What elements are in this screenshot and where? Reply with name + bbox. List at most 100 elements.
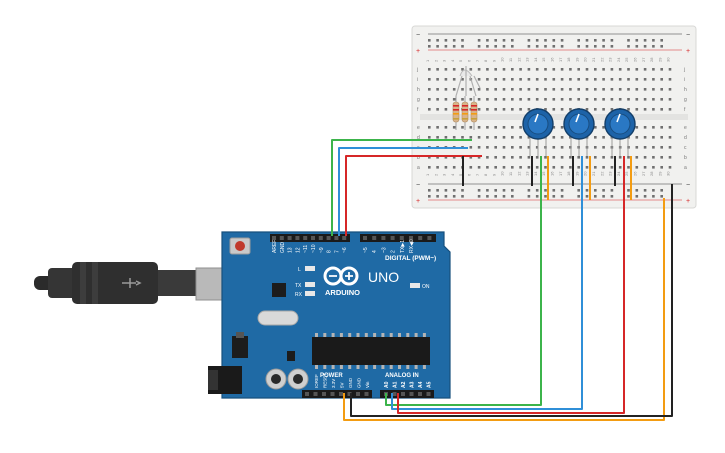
breadboard-hole[interactable] <box>618 166 622 169</box>
breadboard-hole[interactable] <box>594 78 597 81</box>
breadboard-hole[interactable] <box>594 108 597 111</box>
breadboard-hole[interactable] <box>635 166 639 169</box>
breadboard-hole[interactable] <box>569 88 572 91</box>
breadboard-hole[interactable] <box>494 146 497 149</box>
breadboard-hole[interactable] <box>610 88 614 91</box>
potentiometer[interactable] <box>522 108 554 156</box>
breadboard-hole[interactable] <box>428 195 431 198</box>
header-pin-hole[interactable] <box>426 392 431 396</box>
potentiometer[interactable] <box>563 108 595 156</box>
breadboard-hole[interactable] <box>594 88 597 91</box>
breadboard-hole[interactable] <box>444 156 448 159</box>
breadboard-hole[interactable] <box>452 68 456 71</box>
breadboard-hole[interactable] <box>461 136 464 139</box>
breadboard-hole[interactable] <box>502 45 506 48</box>
breadboard-hole[interactable] <box>602 39 605 42</box>
breadboard-hole[interactable] <box>444 195 448 198</box>
breadboard-hole[interactable] <box>436 68 439 71</box>
breadboard-hole[interactable] <box>477 195 481 198</box>
breadboard-hole[interactable] <box>477 166 481 169</box>
breadboard-hole[interactable] <box>436 98 439 101</box>
breadboard-hole[interactable] <box>527 108 531 111</box>
breadboard-hole[interactable] <box>511 108 514 111</box>
breadboard-hole[interactable] <box>643 166 647 169</box>
breadboard-hole[interactable] <box>627 166 630 169</box>
breadboard-hole[interactable] <box>511 39 514 42</box>
header-pin-hole[interactable] <box>364 392 369 396</box>
header-pin-hole[interactable] <box>356 392 360 396</box>
breadboard-hole[interactable] <box>652 78 655 81</box>
breadboard-hole[interactable] <box>452 45 456 48</box>
breadboard-hole[interactable] <box>643 136 647 139</box>
breadboard-hole[interactable] <box>428 88 431 91</box>
breadboard-hole[interactable] <box>502 136 506 139</box>
breadboard-hole[interactable] <box>585 189 589 192</box>
breadboard-hole[interactable] <box>627 68 630 71</box>
breadboard-hole[interactable] <box>585 68 589 71</box>
breadboard-hole[interactable] <box>594 39 597 42</box>
breadboard-hole[interactable] <box>511 189 514 192</box>
breadboard-hole[interactable] <box>544 98 547 101</box>
breadboard-hole[interactable] <box>660 189 663 192</box>
breadboard-hole[interactable] <box>519 146 522 149</box>
breadboard-hole[interactable] <box>652 108 655 111</box>
breadboard-hole[interactable] <box>502 156 506 159</box>
breadboard-hole[interactable] <box>569 108 572 111</box>
breadboard-hole[interactable] <box>469 166 473 169</box>
breadboard-hole[interactable] <box>602 108 605 111</box>
breadboard-hole[interactable] <box>519 108 522 111</box>
breadboard-hole[interactable] <box>502 108 506 111</box>
breadboard-hole[interactable] <box>535 146 539 149</box>
breadboard-hole[interactable] <box>594 195 597 198</box>
breadboard-hole[interactable] <box>610 166 614 169</box>
breadboard-hole[interactable] <box>610 98 614 101</box>
breadboard-hole[interactable] <box>477 88 481 91</box>
breadboard-hole[interactable] <box>602 156 605 159</box>
breadboard-hole[interactable] <box>486 189 489 192</box>
breadboard-hole[interactable] <box>627 39 630 42</box>
breadboard-hole[interactable] <box>444 166 448 169</box>
breadboard-hole[interactable] <box>527 68 531 71</box>
breadboard-hole[interactable] <box>494 166 497 169</box>
breadboard-hole[interactable] <box>461 88 464 91</box>
breadboard-hole[interactable] <box>469 68 473 71</box>
breadboard-hole[interactable] <box>486 195 489 198</box>
breadboard-hole[interactable] <box>610 68 614 71</box>
breadboard-hole[interactable] <box>494 45 497 48</box>
breadboard-hole[interactable] <box>444 45 448 48</box>
breadboard-hole[interactable] <box>635 156 639 159</box>
header-pin-hole[interactable] <box>363 236 367 240</box>
breadboard-hole[interactable] <box>477 126 481 129</box>
breadboard-hole[interactable] <box>452 156 456 159</box>
breadboard-hole[interactable] <box>461 126 464 129</box>
breadboard-hole[interactable] <box>668 146 672 149</box>
header-pin-hole[interactable] <box>347 392 352 396</box>
breadboard-hole[interactable] <box>660 98 663 101</box>
breadboard-hole[interactable] <box>477 98 481 101</box>
breadboard-hole[interactable] <box>544 68 547 71</box>
breadboard-hole[interactable] <box>668 136 672 139</box>
breadboard-hole[interactable] <box>428 136 431 139</box>
breadboard-hole[interactable] <box>527 189 531 192</box>
breadboard-hole[interactable] <box>602 166 605 169</box>
breadboard-hole[interactable] <box>519 126 522 129</box>
breadboard-hole[interactable] <box>635 98 639 101</box>
breadboard-hole[interactable] <box>444 189 448 192</box>
breadboard-hole[interactable] <box>618 68 622 71</box>
breadboard-hole[interactable] <box>544 88 547 91</box>
breadboard-hole[interactable] <box>552 45 556 48</box>
breadboard-hole[interactable] <box>552 195 556 198</box>
breadboard-hole[interactable] <box>494 78 497 81</box>
breadboard-hole[interactable] <box>643 68 647 71</box>
header-pin-hole[interactable] <box>390 236 395 240</box>
breadboard-hole[interactable] <box>452 98 456 101</box>
breadboard-hole[interactable] <box>652 189 655 192</box>
breadboard-hole[interactable] <box>610 45 614 48</box>
breadboard-hole[interactable] <box>585 78 589 81</box>
breadboard-hole[interactable] <box>560 166 564 169</box>
breadboard-hole[interactable] <box>469 126 473 129</box>
breadboard-hole[interactable] <box>643 39 647 42</box>
breadboard-hole[interactable] <box>668 68 672 71</box>
breadboard-hole[interactable] <box>428 126 431 129</box>
breadboard-hole[interactable] <box>511 126 514 129</box>
